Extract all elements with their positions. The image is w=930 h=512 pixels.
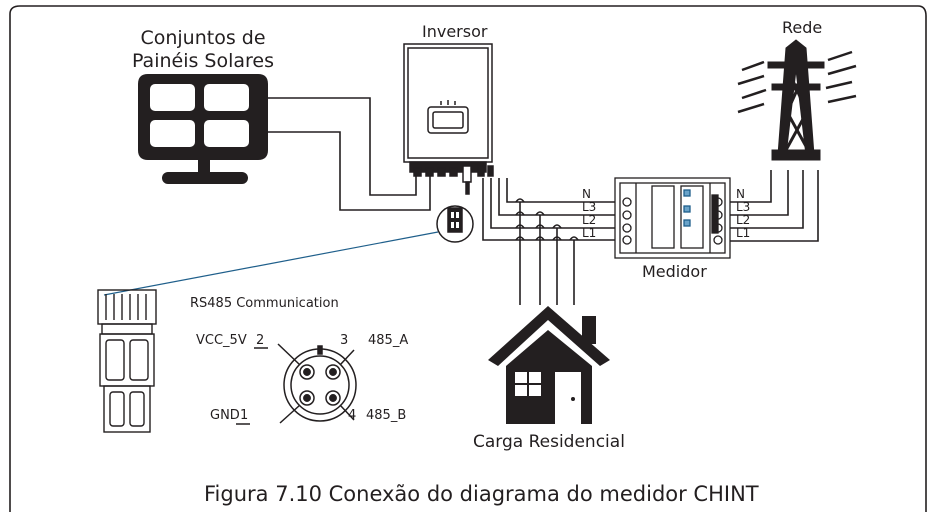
ac-lines-grid bbox=[730, 170, 819, 242]
ac-lines-inverter bbox=[482, 178, 620, 241]
rs485-plug-icon bbox=[97, 289, 157, 433]
meter-icon bbox=[614, 177, 731, 259]
grid-line-l3: L3 bbox=[736, 200, 751, 214]
transmission-tower-icon bbox=[737, 39, 857, 161]
rs485-label: RS485 Communication bbox=[190, 296, 339, 311]
house-feed-lines bbox=[519, 202, 575, 305]
pin-b-name: 485_B bbox=[366, 408, 407, 423]
inverter-icon bbox=[403, 43, 494, 195]
solar-panel-icon bbox=[138, 74, 268, 184]
junction-marks bbox=[515, 198, 579, 241]
figure-caption: Figura 7.10 Conexão do diagrama do medid… bbox=[204, 482, 759, 506]
grid-line-l2: L2 bbox=[736, 213, 751, 227]
grid-line-n: N bbox=[736, 187, 745, 201]
load-label: Carga Residencial bbox=[473, 432, 625, 452]
meter-label: Medidor bbox=[642, 262, 707, 281]
callout-line bbox=[103, 231, 439, 296]
pin-gnd-name: GND bbox=[210, 408, 240, 423]
rs485-port-detail bbox=[436, 205, 474, 243]
meter-input-line-l3: L3 bbox=[582, 200, 597, 214]
pin-vcc-number: 2 bbox=[256, 333, 265, 348]
meter-input-line-n: N bbox=[582, 187, 591, 201]
meter-input-line-l1: L1 bbox=[582, 226, 597, 240]
diagram-border bbox=[9, 5, 927, 512]
dc-cables bbox=[268, 97, 431, 211]
meter-input-line-l2: L2 bbox=[582, 213, 597, 227]
pin-a-number: 3 bbox=[340, 333, 349, 348]
solar-array-label-line2: Painéis Solares bbox=[131, 50, 275, 72]
grid-line-l1: L1 bbox=[736, 226, 751, 240]
pin-vcc-name: VCC_5V bbox=[196, 333, 247, 348]
connector-pinout bbox=[236, 343, 357, 425]
pin-a-name: 485_A bbox=[368, 333, 409, 348]
house-icon bbox=[488, 306, 610, 424]
inverter-label: Inversor bbox=[422, 22, 488, 41]
grid-label: Rede bbox=[782, 18, 823, 37]
pin-b-number: 4 bbox=[348, 408, 357, 423]
solar-array-label-line1: Conjuntos de bbox=[140, 27, 266, 49]
pin-gnd-number: 1 bbox=[240, 408, 249, 423]
